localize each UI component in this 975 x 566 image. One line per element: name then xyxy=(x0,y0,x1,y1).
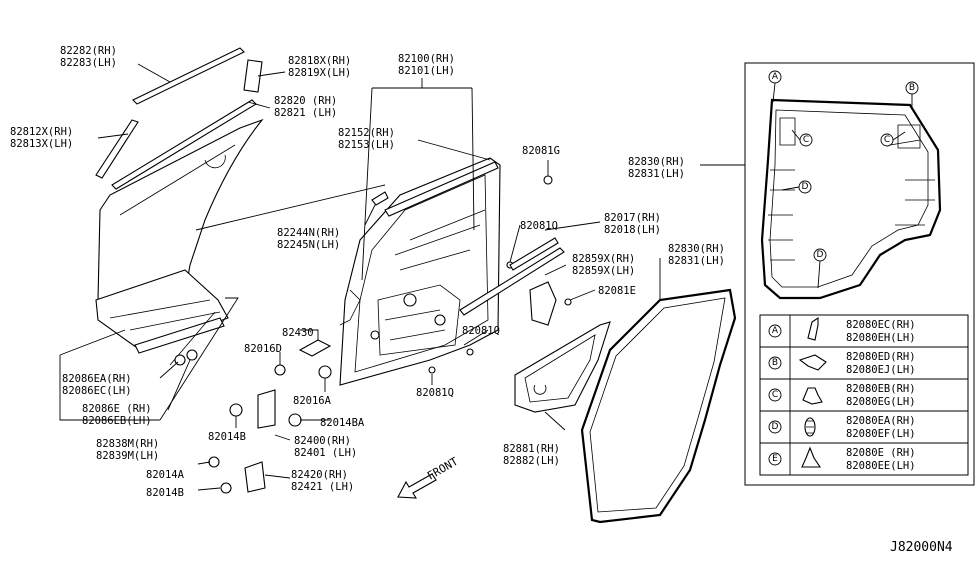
label-82420: 82420(RH)82421 (LH) xyxy=(291,469,354,493)
svg-text:82080EJ(LH): 82080EJ(LH) xyxy=(846,364,916,376)
label-82014ba: 82014BA xyxy=(320,417,365,429)
label-82014a: 82014A xyxy=(146,469,185,481)
label-82400: 82400(RH)82401 (LH) xyxy=(294,435,357,459)
svg-text:C: C xyxy=(884,135,890,145)
inset-seal-detail: A B C C D D A 82080EC(RH) 82080EH(LH) B … xyxy=(744,62,975,486)
leader-lines xyxy=(97,63,745,491)
label-82016d: 82016D xyxy=(244,343,282,355)
front-label: FRONT xyxy=(425,455,461,483)
label-82812x: 82812X(RH)82813X(LH) xyxy=(10,126,73,150)
label-82081q-b: 82081Q xyxy=(462,325,500,337)
svg-text:B: B xyxy=(772,358,778,368)
fasteners xyxy=(208,175,572,494)
label-82081e: 82081E xyxy=(598,285,636,297)
svg-text:82080E (RH): 82080E (RH) xyxy=(846,447,916,459)
label-82818x: 82818X(RH)82819X(LH) xyxy=(288,55,351,79)
clip-b-icon xyxy=(798,354,827,371)
label-82859x: 82859X(RH)82859X(LH) xyxy=(572,253,635,277)
label-82081g: 82081G xyxy=(522,145,560,157)
door-inner-frame xyxy=(339,157,501,386)
svg-text:82080EF(LH): 82080EF(LH) xyxy=(846,428,916,440)
label-82830-a: 82830(RH)82831(LH) xyxy=(628,156,685,180)
clip-e-icon xyxy=(801,446,822,468)
svg-text:B: B xyxy=(909,83,915,93)
svg-text:E: E xyxy=(772,454,778,464)
svg-text:82080EG(LH): 82080EG(LH) xyxy=(846,396,916,408)
clip-c-icon xyxy=(802,387,823,405)
legend-row-b: B 82080ED(RH) 82080EJ(LH) xyxy=(768,351,916,376)
clip-a-icon xyxy=(807,316,819,341)
door-outer-panel xyxy=(59,47,264,421)
label-82820: 82820 (RH)82821 (LH) xyxy=(274,95,337,119)
svg-text:82080EA(RH): 82080EA(RH) xyxy=(846,415,916,427)
legend-row-a: A 82080EC(RH) 82080EH(LH) xyxy=(768,316,916,344)
label-82881: 82881(RH)82882(LH) xyxy=(503,443,560,467)
legend-table xyxy=(759,314,969,476)
svg-text:82080EH(LH): 82080EH(LH) xyxy=(846,332,916,344)
svg-text:82080EC(RH): 82080EC(RH) xyxy=(846,319,916,331)
label-82086e: 82086E (RH)82086EB(LH) xyxy=(82,403,152,427)
label-82152: 82152(RH)82153(LH) xyxy=(338,127,395,151)
diagram-code: J82000N4 xyxy=(890,540,953,555)
svg-text:82080EE(LH): 82080EE(LH) xyxy=(846,460,916,472)
svg-text:D: D xyxy=(772,422,779,432)
legend-row-e: E 82080E (RH) 82080EE(LH) xyxy=(768,446,916,472)
marker-d2: D xyxy=(813,248,827,262)
svg-text:D: D xyxy=(802,182,809,192)
label-82830-b: 82830(RH)82831(LH) xyxy=(668,243,725,267)
marker-c1: C xyxy=(799,133,813,147)
label-82014b-b: 82014B xyxy=(146,487,184,499)
label-82100: 82100(RH)82101(LH) xyxy=(398,53,455,77)
front-arrow: FRONT xyxy=(397,455,461,499)
svg-text:A: A xyxy=(772,326,779,336)
svg-text:82080EB(RH): 82080EB(RH) xyxy=(846,383,916,395)
label-82017: 82017(RH)82018(LH) xyxy=(604,212,661,236)
svg-text:D: D xyxy=(817,250,824,260)
marker-c2: C xyxy=(880,133,894,147)
svg-text:C: C xyxy=(803,135,809,145)
label-82244n: 82244N(RH)82245N(LH) xyxy=(277,227,340,251)
svg-text:82080ED(RH): 82080ED(RH) xyxy=(846,351,916,363)
marker-a: A xyxy=(768,70,782,84)
label-82081q-a: 82081Q xyxy=(520,220,558,232)
svg-text:C: C xyxy=(772,390,778,400)
label-82282: 82282(RH)82283(LH) xyxy=(60,45,117,69)
label-82014b-a: 82014B xyxy=(208,431,246,443)
label-82016a: 82016A xyxy=(293,395,332,407)
label-82838m: 82838M(RH)82839M(LH) xyxy=(96,438,159,462)
marker-b: B xyxy=(905,81,919,95)
label-82430: 82430 xyxy=(282,327,314,339)
legend-row-c: C 82080EB(RH) 82080EG(LH) xyxy=(768,383,916,408)
callout-labels: 82282(RH)82283(LH) 82818X(RH)82819X(LH) … xyxy=(10,45,725,499)
weatherstrips xyxy=(514,288,737,524)
marker-d1: D xyxy=(798,180,812,194)
legend-row-d: D 82080EA(RH) 82080EF(LH) xyxy=(768,415,916,440)
label-82086ea: 82086EA(RH)82086EC(LH) xyxy=(62,373,132,397)
label-82081q-c: 82081Q xyxy=(416,387,454,399)
svg-text:A: A xyxy=(772,72,779,82)
inset-frame xyxy=(744,62,975,486)
